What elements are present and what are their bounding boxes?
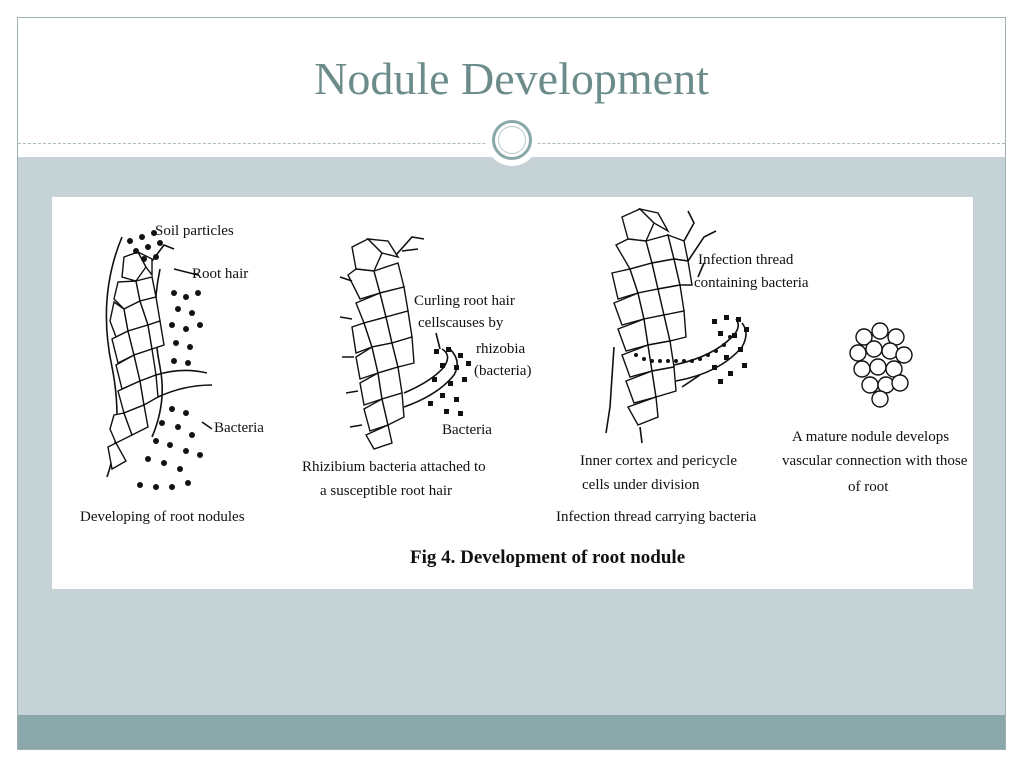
footer-band [18, 715, 1005, 749]
figure-caption: Fig 4. Development of root nodule [410, 547, 685, 568]
stage-3-root-edge [605, 346, 615, 434]
stage-1-root-hair-lower [157, 384, 213, 398]
stage-4-description-2: vascular connection with those [782, 453, 968, 469]
stage-1-description: Developing of root nodules [80, 509, 245, 525]
stage-1-drawing: Soil particles Root hair Bacteria Develo… [80, 223, 264, 525]
stage-2-label-curling-4: (bacteria) [474, 363, 531, 379]
stage-2-label-curling-2: cellscauses by [418, 315, 504, 331]
stage-3-thread-leader [697, 262, 705, 278]
slide-title: Nodule Development [314, 53, 709, 104]
stage-1-root-hair-leader [173, 268, 199, 276]
stage-3-label-cortex-2: cells under division [582, 477, 700, 493]
stage-3-label-thread-2: containing bacteria [694, 275, 809, 291]
stage-2-label-curling-3: rhizobia [476, 341, 525, 357]
stage-3-label-cortex-1: Inner cortex and pericycle [580, 453, 737, 469]
figure-panel: Soil particles Root hair Bacteria Develo… [52, 197, 973, 589]
stage-2-label-curling-1: Curling root hair [414, 293, 515, 309]
stage-1-soil-particles [127, 230, 163, 262]
stage-3-cells [611, 207, 693, 426]
stage-1-label-root-hair: Root hair [192, 266, 248, 282]
stage-2-top-hair [395, 236, 425, 256]
stage-3-infection-thread [634, 335, 732, 363]
stage-4-drawing: A mature nodule develops vascular connec… [782, 322, 968, 495]
stage-1-label-bacteria: Bacteria [214, 420, 264, 436]
stage-4-description-3: of root [848, 479, 889, 495]
stage-3-cortex-leaders [639, 374, 701, 444]
stage-2-root-edge-hairs [339, 276, 363, 428]
stage-1-label-soil-particles: Soil particles [155, 223, 234, 239]
stage-2-label-bacteria: Bacteria [442, 422, 492, 438]
stage-1-cells [107, 250, 165, 471]
stage-2-curling-leader [435, 332, 441, 350]
stage-4-nodule [849, 322, 913, 408]
stage-3-label-thread-1: Infection thread [698, 252, 794, 268]
stage-2-cells [347, 238, 415, 450]
stage-2-description-1: Rhizibium bacteria attached to [302, 459, 486, 475]
ornament-ring-inner [498, 126, 526, 154]
stage-2-bacteria [428, 347, 471, 416]
stage-3-top-hairs [683, 210, 717, 262]
stage-2-description-2: a susceptible root hair [320, 483, 452, 499]
stage-1-root-hair-upper [155, 369, 208, 376]
stage-1-bacteria-leader [201, 421, 213, 430]
ornament-ring [492, 120, 532, 160]
stage-2-drawing: Curling root hair cellscauses by rhizobi… [302, 236, 531, 499]
root-nodule-diagram: Soil particles Root hair Bacteria Develo… [80, 207, 968, 568]
stage-2-curling-hair-lower [403, 348, 458, 408]
stage-4-description-1: A mature nodule develops [792, 429, 949, 445]
circle-ornament-icon [486, 114, 538, 166]
stage-3-drawing: Infection thread containing bacteria Inn… [556, 207, 809, 525]
stage-1-bacteria [137, 290, 203, 490]
stage-3-description: Infection thread carrying bacteria [556, 509, 757, 525]
stage-3-bacteria [712, 315, 749, 384]
